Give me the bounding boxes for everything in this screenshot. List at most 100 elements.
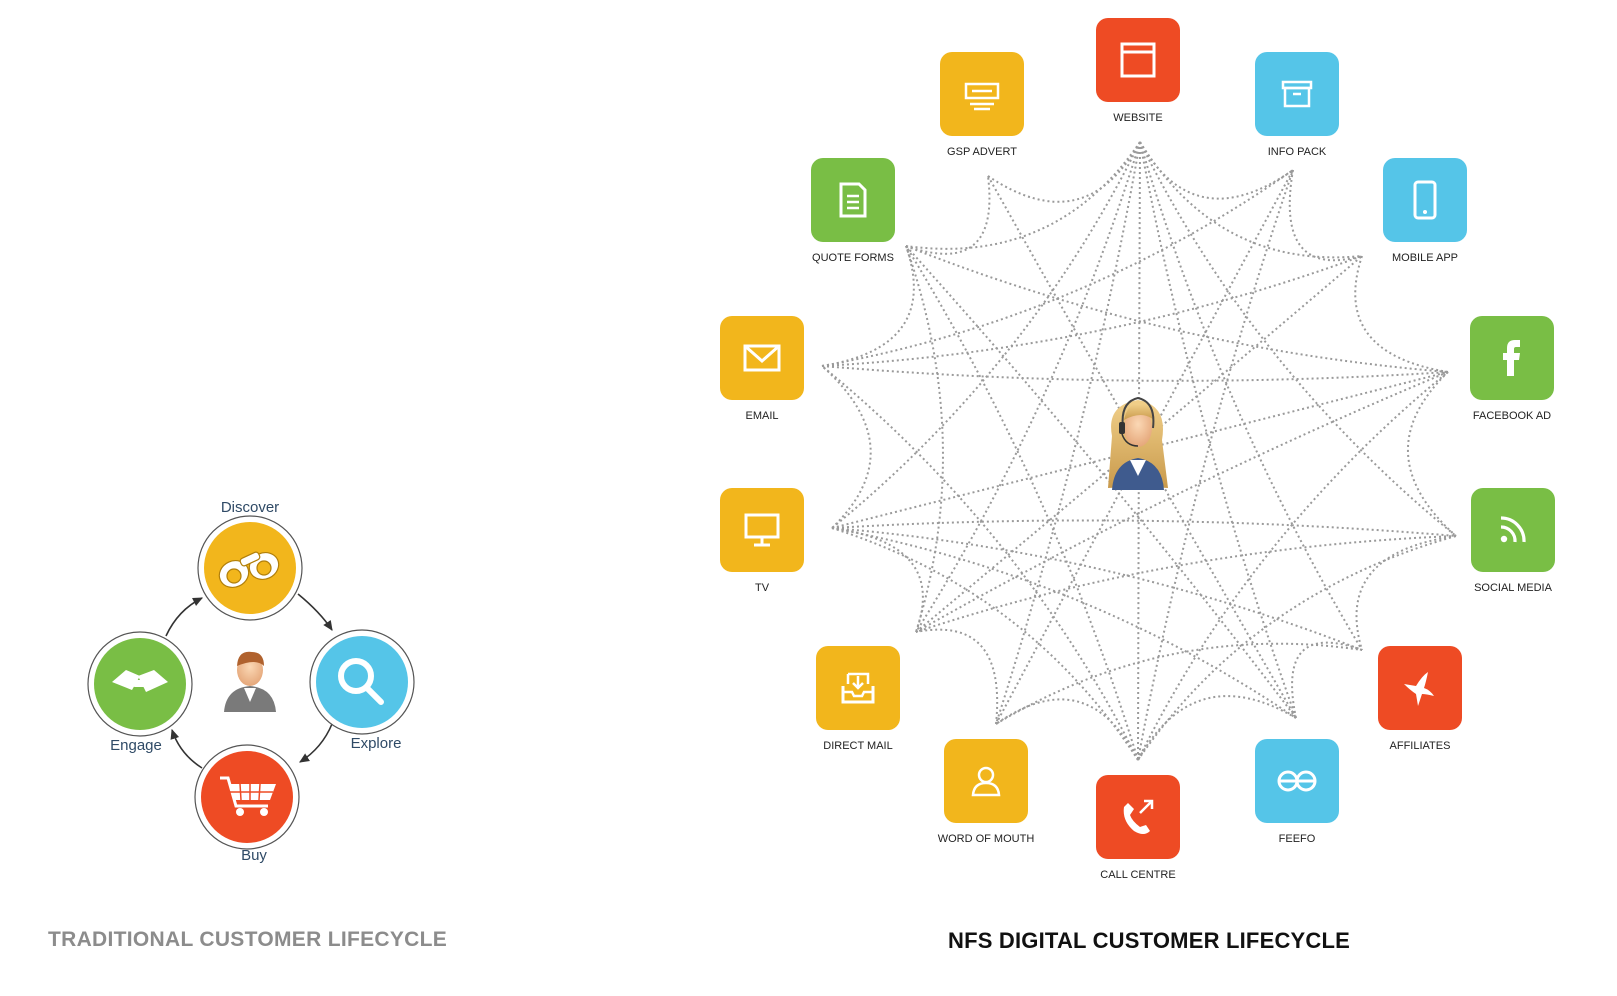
facebook-icon (1503, 340, 1520, 376)
advert-card-icon (964, 82, 1000, 111)
channel-tile-bg (1383, 158, 1467, 242)
web-strand (831, 527, 1363, 651)
channel-label: FACEBOOK AD (1473, 410, 1551, 422)
channel-gsp-advert: GSP ADVERT (940, 52, 1024, 158)
channel-label: QUOTE FORMS (812, 252, 894, 264)
channel-feefo: FEEFO (1255, 739, 1339, 845)
arrow-buy-engage (170, 728, 203, 769)
inbox-tray-icon (841, 672, 875, 704)
web-strand (905, 141, 1141, 250)
channel-tile-bg (720, 316, 804, 400)
handshake-icon (112, 670, 168, 692)
arrow-discover-explore (297, 593, 333, 631)
shopping-cart-icon (220, 776, 276, 816)
web-strand (915, 141, 1141, 633)
channel-tile-bg (1096, 18, 1180, 102)
web-strand (1406, 371, 1457, 537)
channel-label: SOCIAL MEDIA (1474, 582, 1552, 594)
web-strand (905, 245, 1449, 373)
web-strand (821, 255, 1363, 367)
web-strand (915, 371, 1449, 633)
channel-info-pack: INFO PACK (1255, 52, 1339, 158)
web-strand (831, 519, 1457, 537)
web-strand (905, 245, 1139, 761)
web-strand (1137, 169, 1294, 761)
channel-direct-mail: DIRECT MAIL (816, 646, 900, 752)
channel-word-of-mouth: WORD OF MOUTH (938, 739, 1035, 845)
web-strand (915, 628, 999, 725)
stage-explore-label: Explore (351, 735, 402, 752)
web-strand (821, 245, 915, 367)
rss-feed-icon (1500, 516, 1526, 543)
web-strand (1137, 141, 1141, 761)
magnifier-icon (338, 658, 384, 705)
web-strand (905, 175, 991, 255)
channel-label: WEBSITE (1113, 112, 1163, 124)
channel-tile-bg (1471, 488, 1555, 572)
archive-box-icon (1281, 80, 1313, 108)
person-icon (224, 651, 276, 712)
web-strand (987, 175, 1297, 719)
cycle-arrows (165, 593, 333, 769)
channel-tile-bg (1096, 775, 1180, 859)
channel-label: AFFILIATES (1390, 740, 1451, 752)
stage-discover (204, 522, 296, 614)
web-strand (1137, 535, 1457, 761)
binoculars-icon (218, 551, 280, 588)
channel-label: DIRECT MAIL (823, 740, 892, 752)
web-strand (995, 698, 1139, 761)
web-strand (1139, 141, 1363, 259)
stage-explore (316, 636, 408, 728)
web-strand (1355, 535, 1457, 651)
web-strand (821, 365, 1449, 382)
web-strand (1291, 641, 1363, 719)
web-strand (831, 371, 1449, 529)
channel-tile-bg (720, 488, 804, 572)
stage-engage-label: Engage (110, 737, 162, 754)
web-strand (821, 365, 872, 529)
channel-label: CALL CENTRE (1100, 869, 1175, 881)
channel-label: WORD OF MOUTH (938, 833, 1035, 845)
stage-buy (201, 751, 293, 843)
web-connections (821, 141, 1457, 761)
web-strand (821, 169, 1294, 367)
arrow-explore-buy (299, 723, 333, 763)
phone-call-icon (1123, 799, 1154, 834)
call-agent-icon (1108, 396, 1168, 490)
hummingbird-icon (1404, 672, 1434, 706)
web-strand (831, 527, 1139, 761)
web-strand (915, 535, 1457, 633)
web-strand (995, 642, 1363, 725)
stage-discover-label: Discover (221, 499, 279, 516)
channel-email: EMAIL (720, 316, 804, 422)
channel-label: EMAIL (745, 410, 778, 422)
monitor-icon (744, 513, 780, 547)
channel-label: TV (755, 582, 770, 594)
channel-label: GSP ADVERT (947, 146, 1017, 158)
cycle-rings (87, 515, 415, 850)
channel-tv: TV (720, 488, 804, 594)
web-strand (987, 141, 1141, 203)
traditional-cycle: Discover Explore (87, 499, 415, 864)
user-outline-icon (971, 766, 1001, 797)
digital-title: NFS DIGITAL CUSTOMER LIFECYCLE (948, 928, 1351, 953)
web-strand (1137, 695, 1297, 761)
channel-quote-forms: QUOTE FORMS (811, 158, 895, 264)
web-strand (995, 141, 1141, 725)
browser-window-icon (1120, 42, 1156, 78)
web-strand (905, 245, 1297, 719)
channel-call-centre: CALL CENTRE (1096, 775, 1180, 881)
stage-engage (94, 638, 186, 730)
arrow-engage-discover (165, 597, 204, 637)
stage-buy-label: Buy (241, 847, 267, 864)
channel-tile-bg (811, 158, 895, 242)
web-strand (1139, 141, 1363, 651)
smartphone-icon (1413, 180, 1437, 220)
envelope-icon (743, 344, 781, 372)
web-strand (831, 527, 924, 633)
channel-tile-bg (940, 52, 1024, 136)
web-strand (1354, 255, 1449, 373)
channel-label: MOBILE APP (1392, 252, 1458, 264)
